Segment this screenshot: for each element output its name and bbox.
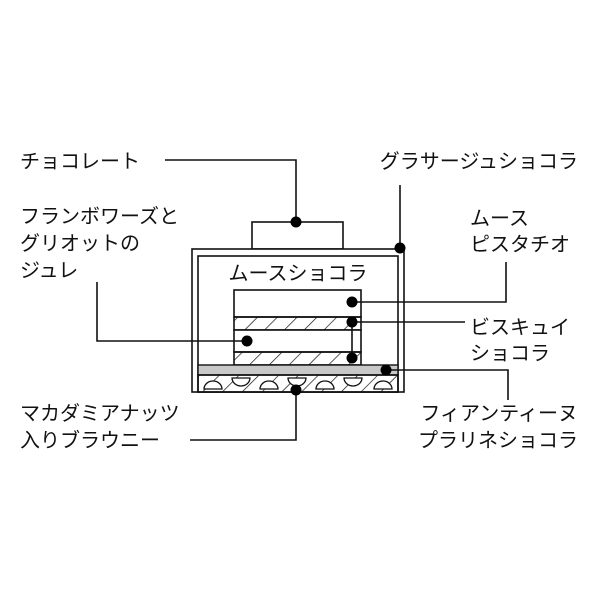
brownie-label-line2: 入りブラウニー <box>20 428 160 452</box>
mousse-pistachio-layer <box>233 289 362 318</box>
glacage-label: グラサージュショコラ <box>380 149 578 173</box>
jelly-label-line3: ジュレ <box>20 258 78 282</box>
biscuit-dot-bottom <box>346 352 358 364</box>
jelly-leader <box>96 282 247 342</box>
pistachio-label-line1: ムース <box>470 206 529 230</box>
feuilletine-leader <box>386 369 509 400</box>
biscuit-dot-top <box>346 316 358 328</box>
jelly-label-line1: フランボワーズと <box>20 204 179 228</box>
jelly-layer <box>233 329 362 353</box>
glacage-dot <box>394 242 406 254</box>
biscuit-label-line2: ショコラ <box>470 341 550 365</box>
jelly-label-line2: グリオットの <box>20 231 140 255</box>
chocolate-label: チョコレート <box>20 149 140 173</box>
jelly-dot <box>241 335 253 347</box>
chocolate-leader <box>165 159 297 222</box>
praline-layer <box>197 364 399 376</box>
feuilletine-dot <box>380 364 392 376</box>
brownie-leader <box>190 390 297 441</box>
brownie-label-line1: マカダミアナッツ <box>20 401 180 425</box>
pistachio-leader <box>352 262 507 303</box>
biscuit-layer-top <box>233 316 362 331</box>
feuilletine-label-line1: フィアンティーヌ <box>420 401 578 425</box>
brownie-dot <box>290 384 302 396</box>
biscuit-label-line1: ビスキュイ <box>470 315 570 339</box>
biscuit-layer-bottom <box>233 351 362 366</box>
chocolate-dot <box>290 216 302 228</box>
pistachio-dot <box>346 296 358 308</box>
mousse-chocolat-label: ムースショコラ <box>229 261 368 285</box>
brownie-layer <box>198 375 398 392</box>
feuilletine-label-line2: プラリネショコラ <box>418 428 578 452</box>
pistachio-label-line2: ピスタチオ <box>470 232 570 256</box>
